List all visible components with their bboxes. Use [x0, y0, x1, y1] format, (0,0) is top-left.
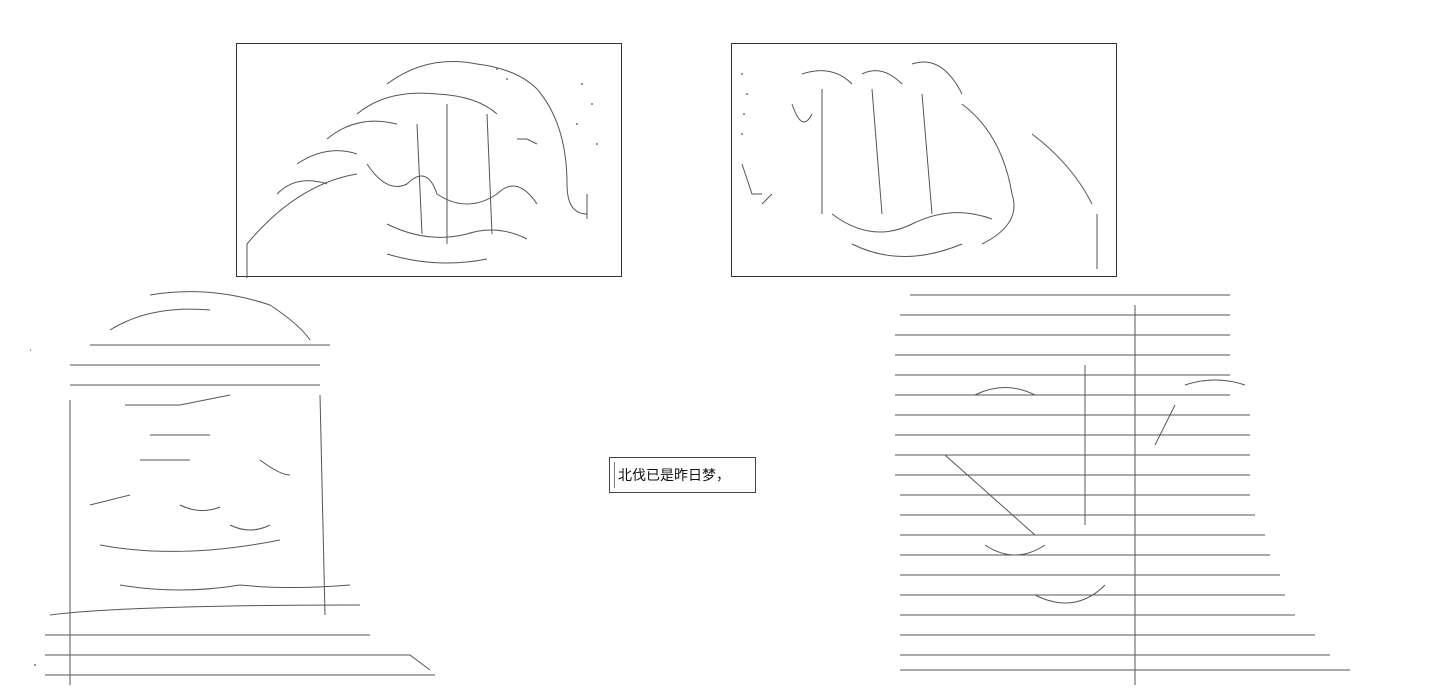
left-character-figure	[29, 285, 440, 690]
right-character-drawing	[895, 294, 1350, 685]
left-fist-drawing	[246, 61, 598, 278]
left-character-drawing	[29, 291, 435, 685]
caption-box: 北伐已是昨日梦，	[609, 457, 756, 493]
left-fist-panel	[236, 43, 622, 278]
caption-text: 北伐已是昨日梦，	[618, 468, 730, 484]
right-hand-drawing	[741, 61, 1098, 269]
right-character-figure	[885, 285, 1355, 690]
right-hand-panel	[731, 43, 1117, 277]
